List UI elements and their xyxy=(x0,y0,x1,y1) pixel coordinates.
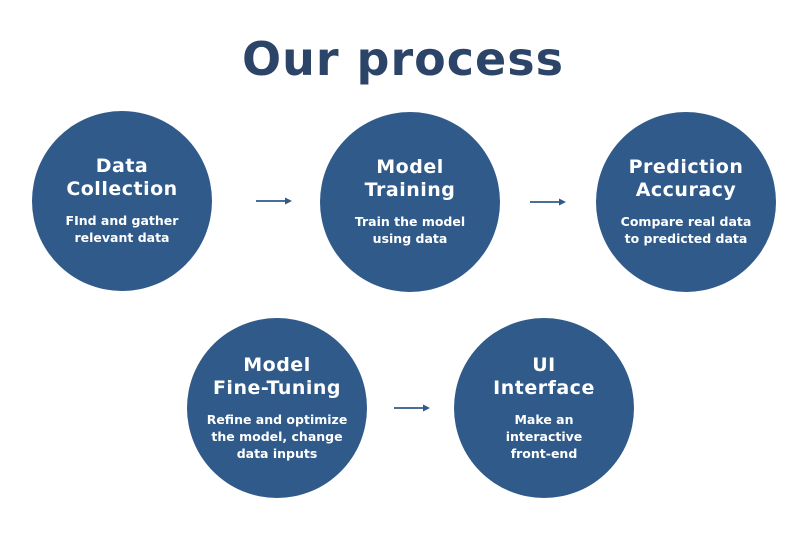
step-title: Model Fine-Tuning xyxy=(212,353,342,399)
step-title: Data Collection xyxy=(66,154,178,201)
step-description: FInd and gather relevant data xyxy=(65,213,179,246)
step-model-training: Model Training Train the model using dat… xyxy=(320,112,500,292)
page-title: Our process xyxy=(242,32,564,86)
step-title: Prediction Accuracy xyxy=(628,155,744,202)
step-description: Make an interactive front-end xyxy=(505,411,583,461)
step-title: Model Training xyxy=(364,155,456,202)
arrow-right-icon xyxy=(530,198,566,206)
step-description: Compare real data to predicted data xyxy=(620,214,752,247)
step-prediction-accuracy: Prediction Accuracy Compare real data to… xyxy=(596,112,776,292)
step-title: UI Interface xyxy=(493,353,595,399)
step-model-fine-tuning: Model Fine-Tuning Refine and optimize th… xyxy=(187,318,367,498)
step-description: Train the model using data xyxy=(354,214,466,247)
step-ui-interface: UI Interface Make an interactive front-e… xyxy=(454,318,634,498)
step-data-collection: Data Collection FInd and gather relevant… xyxy=(32,111,212,291)
arrow-right-icon xyxy=(256,197,292,205)
arrow-right-icon xyxy=(394,404,430,412)
step-description: Refine and optimize the model, change da… xyxy=(206,411,348,461)
